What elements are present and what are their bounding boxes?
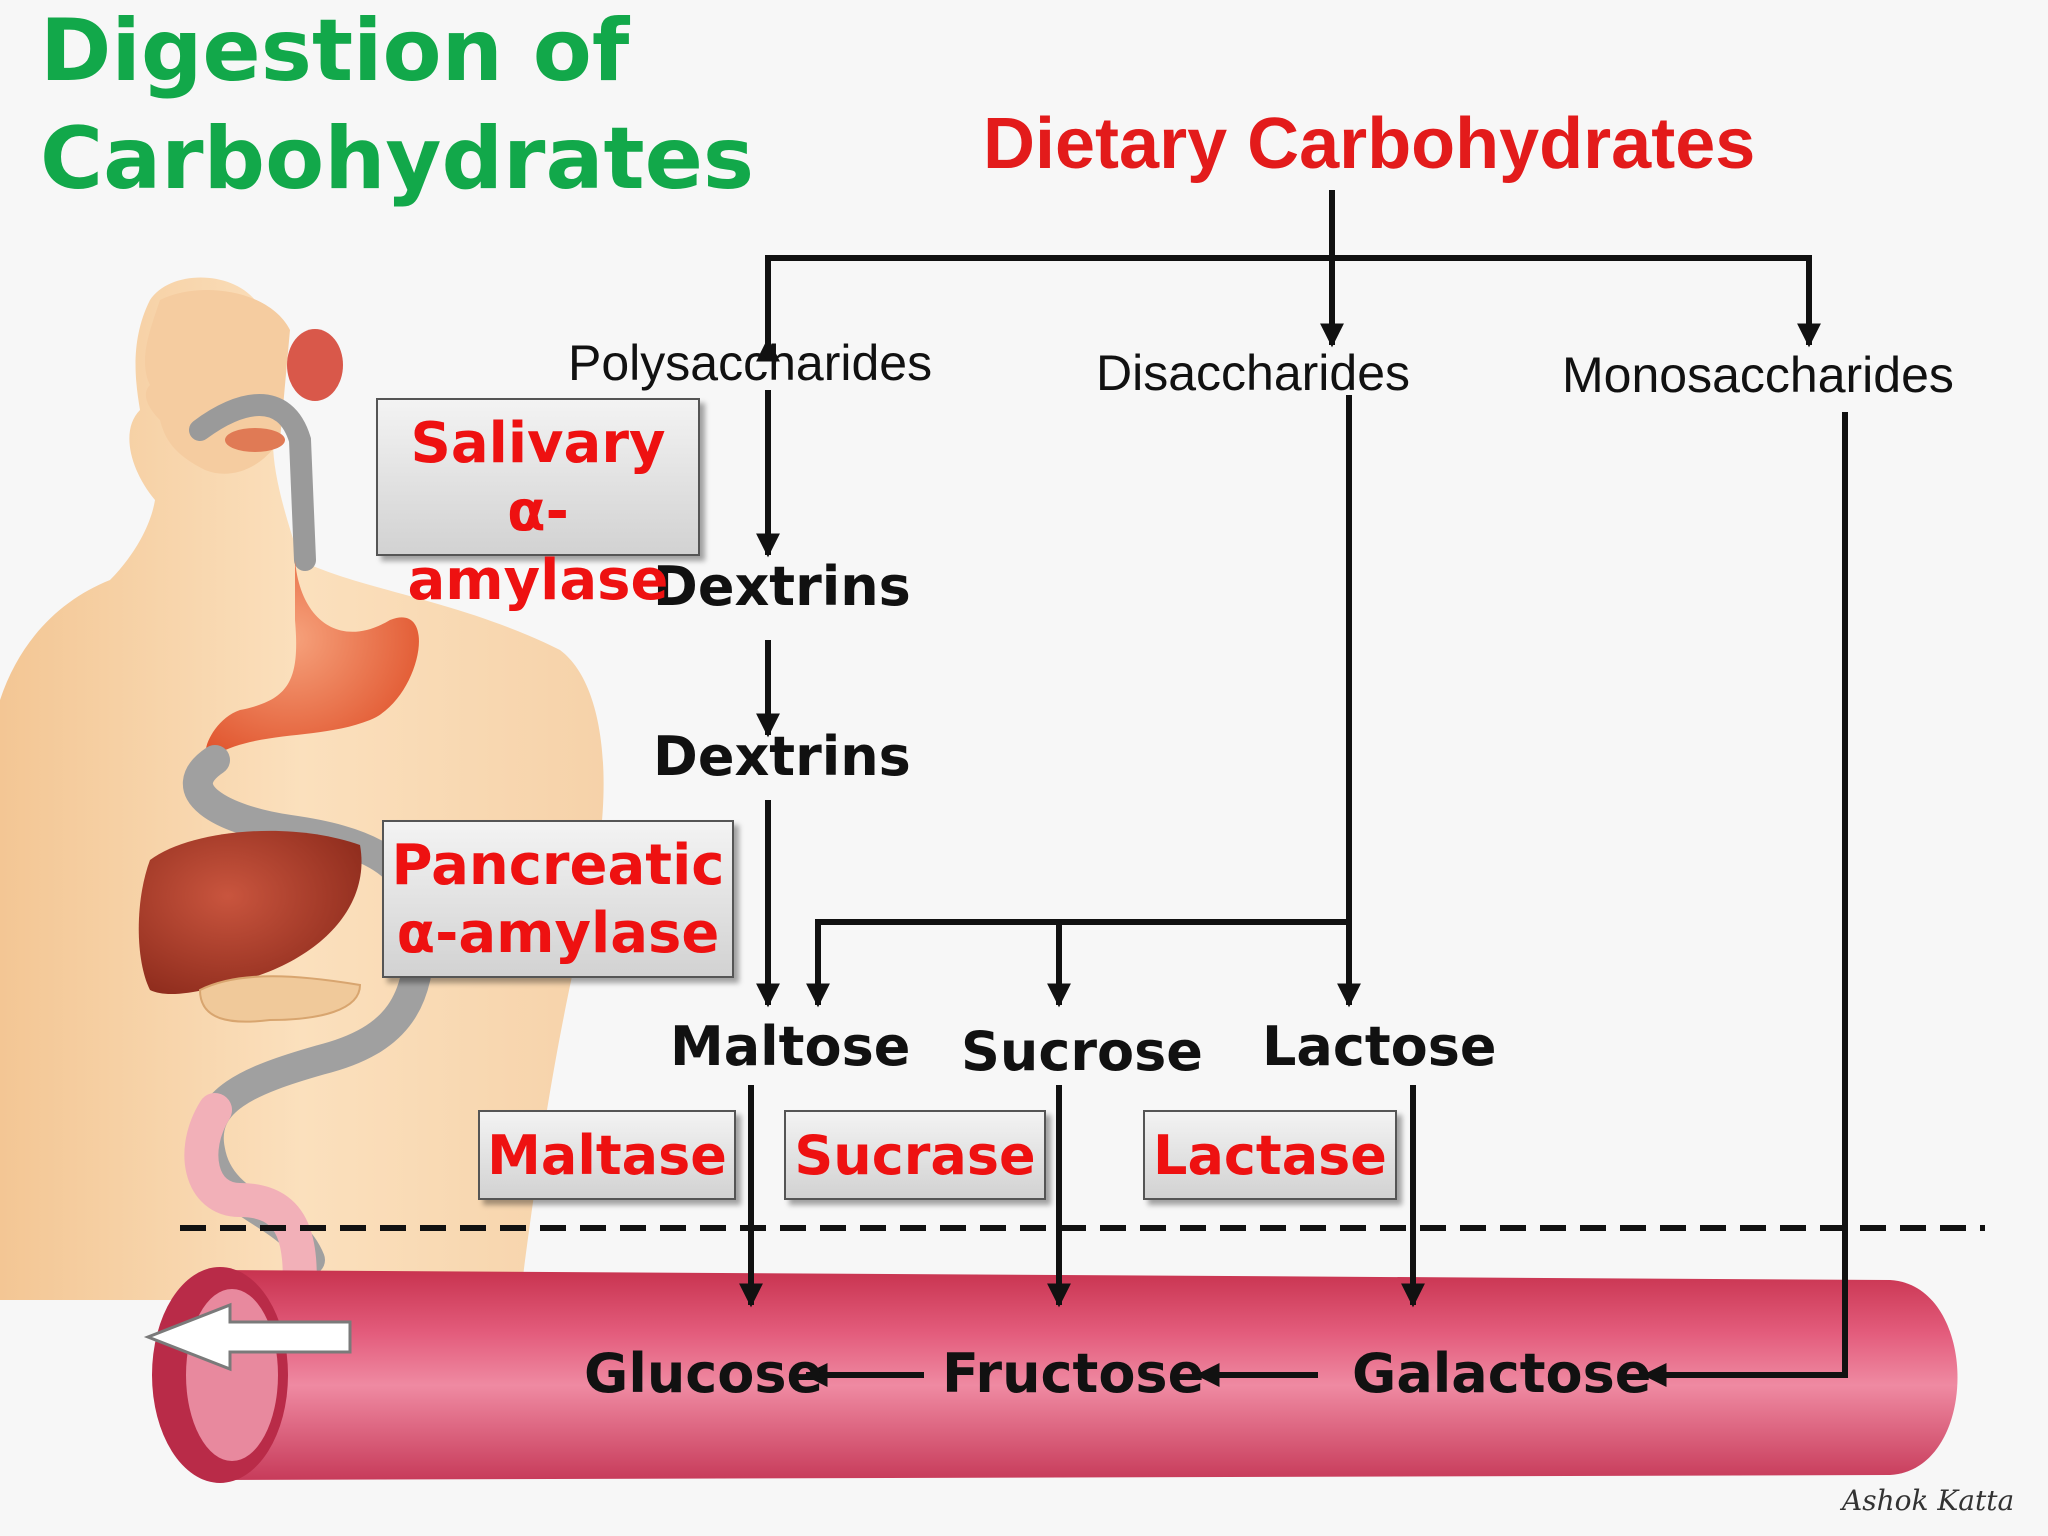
vessel-flow-arrow bbox=[143, 1302, 352, 1372]
node-galactose: Galactose bbox=[1352, 1342, 1652, 1405]
node-fructose: Fructose bbox=[942, 1342, 1205, 1405]
enzyme-pancreatic-amylase: Pancreatic α-amylase bbox=[382, 820, 734, 978]
sublingual-gland bbox=[225, 428, 285, 452]
category-disaccharides: Disaccharides bbox=[1096, 345, 1411, 401]
colon bbox=[184, 1093, 317, 1307]
enzyme-salivary-amylase: Salivary α-amylase bbox=[376, 398, 700, 613]
node-dextrins-2: Dextrins bbox=[653, 725, 911, 788]
enzyme-sucrase: Sucrase bbox=[784, 1110, 1046, 1200]
enzyme-lactase: Lactase bbox=[1143, 1110, 1397, 1200]
enzyme-salivary-line2: α-amylase bbox=[407, 479, 669, 613]
liver bbox=[138, 830, 362, 995]
node-lactose: Lactose bbox=[1262, 1015, 1497, 1078]
category-polysaccharides: Polysaccharides bbox=[568, 335, 933, 391]
head bbox=[144, 290, 290, 474]
node-dextrins-1: Dextrins bbox=[653, 555, 911, 618]
body-silhouette bbox=[0, 277, 604, 1300]
enzyme-salivary-line1: Salivary bbox=[410, 411, 666, 476]
pancreas bbox=[198, 975, 362, 1023]
node-maltose: Maltose bbox=[670, 1015, 911, 1078]
flow-arrows bbox=[739, 190, 1848, 1387]
blood-vessel bbox=[143, 1267, 1958, 1483]
node-glucose: Glucose bbox=[584, 1342, 824, 1405]
enzyme-pancreatic-line2: α-amylase bbox=[396, 901, 720, 967]
anatomy-illustration bbox=[0, 277, 604, 1307]
page-title-line2: Carbohydrates bbox=[40, 109, 755, 209]
enzyme-pancreatic-line1: Pancreatic bbox=[391, 833, 725, 898]
enzyme-maltase: Maltase bbox=[478, 1110, 736, 1200]
node-sucrose: Sucrose bbox=[961, 1020, 1203, 1083]
root-node: Dietary Carbohydrates bbox=[983, 104, 1756, 184]
category-monosaccharides: Monosaccharides bbox=[1562, 347, 1954, 403]
esophagus bbox=[189, 394, 316, 571]
parotid-gland bbox=[287, 329, 343, 401]
page-title-line1: Digestion of bbox=[40, 1, 630, 101]
stomach bbox=[205, 560, 419, 757]
author-signature: Ashok Katta bbox=[1842, 1484, 2015, 1517]
